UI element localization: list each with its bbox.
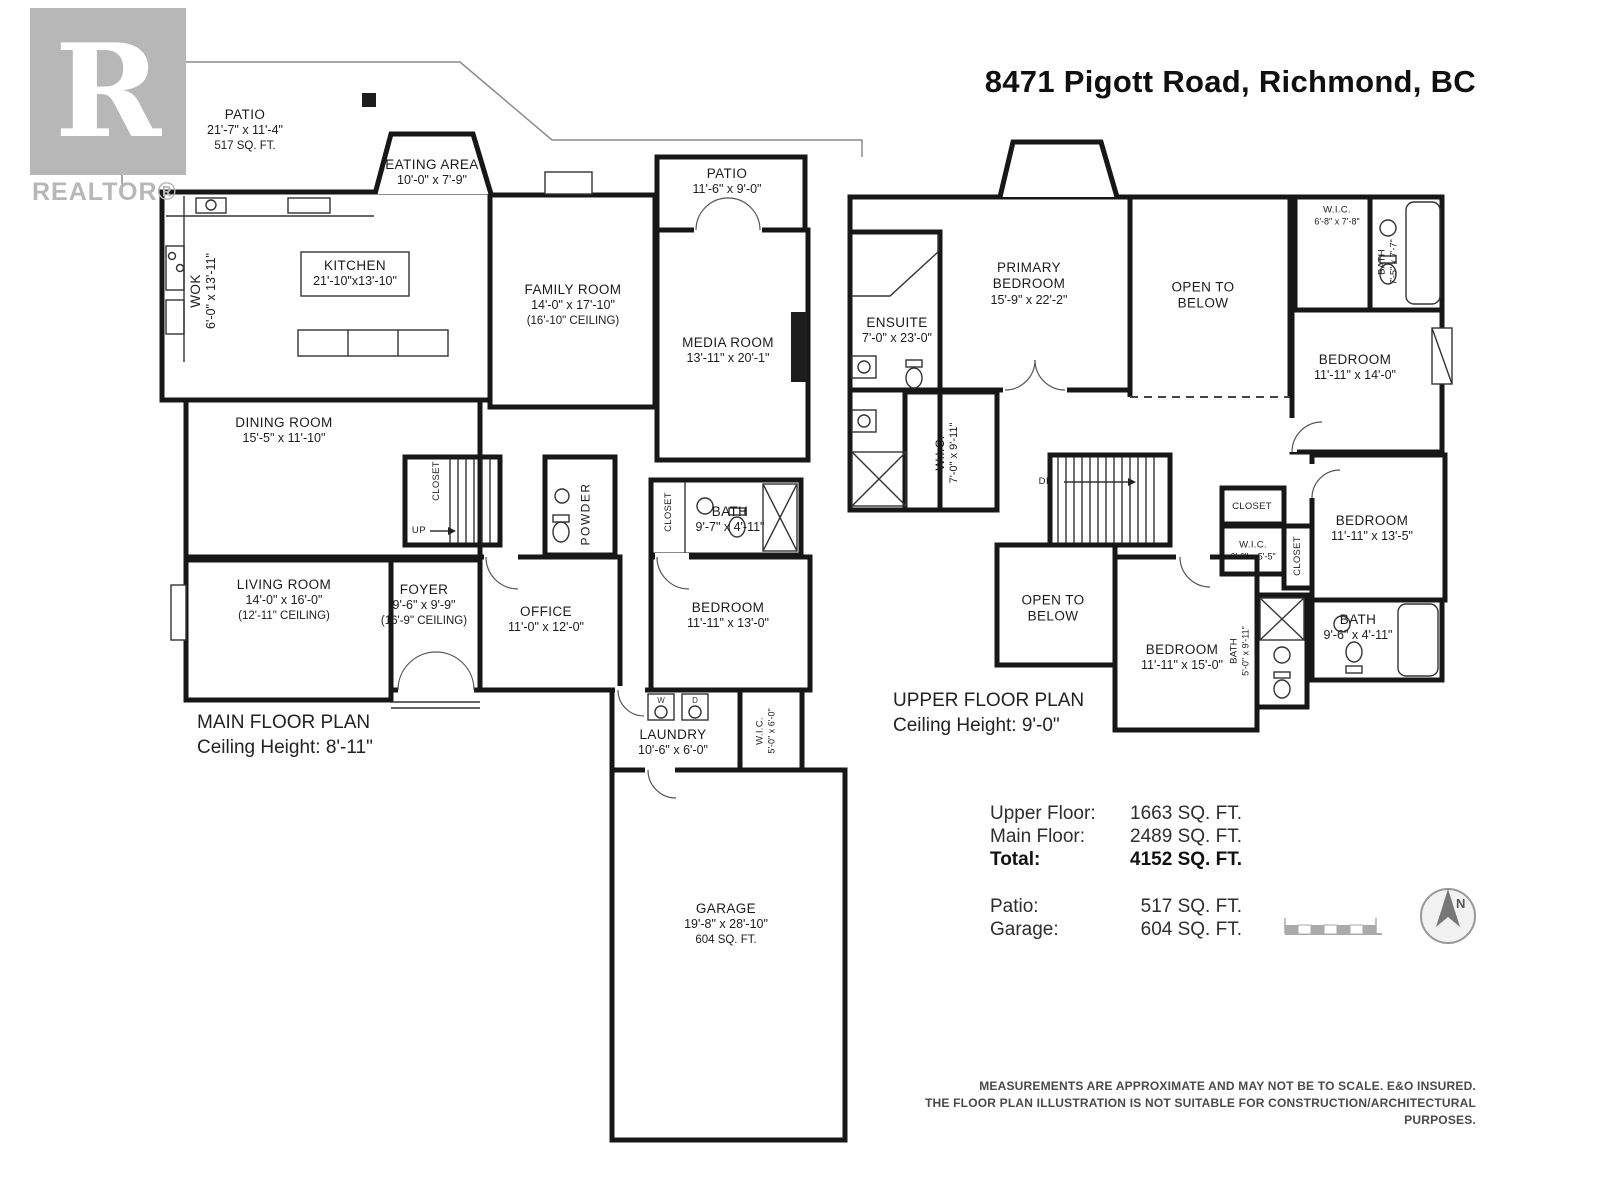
room-label-wic-main: W.I.C. 5'-0" x 6'-0" — [754, 708, 777, 754]
room-label-wic-mid: W.I.C. 7'-0" x 9'-11" — [932, 422, 960, 484]
wall-ensuite — [847, 229, 943, 513]
area-summary: Upper Floor: 1663 SQ. FT. Main Floor: 24… — [990, 802, 1242, 941]
wall-garage — [609, 767, 848, 1143]
wall-closet2 — [1281, 523, 1315, 591]
room-label-bedroom-s: BEDROOM 11'-11" x 15'-0" — [1141, 642, 1223, 673]
washer-dryer: W D — [647, 693, 709, 721]
disclaimer: MEASUREMENTS ARE APPROXIMATE AND MAY NOT… — [925, 1079, 1476, 1127]
summary-row-main-floor: Main Floor: 2489 SQ. FT. — [990, 826, 1242, 847]
room-label-living-room: LIVING ROOM 14'-0" x 16'-0" (12'-11" CEI… — [236, 577, 332, 622]
room-label-powder: POWDER — [578, 482, 593, 546]
room-label-closet1: CLOSET — [1232, 501, 1272, 513]
stairs-main — [430, 459, 491, 543]
upper-floor-plan-title: UPPER FLOOR PLAN Ceiling Height: 9'-0" — [893, 690, 1085, 736]
scale-bar — [1284, 918, 1382, 935]
room-label-eating-area: EATING AREA 10'-0" x 7'-9" — [385, 157, 479, 188]
room-label-wic-small: W.I.C. 6'-0" x 5'-5" — [1230, 539, 1276, 562]
compass-north-letter: N — [1456, 896, 1465, 911]
room-label-laundry: LAUNDRY 10'-6" x 6'-0" — [638, 727, 708, 758]
room-label-primary-bedroom: PRIMARY BEDROOM 15'-9" x 22'-2" — [990, 259, 1068, 307]
room-label-closet2: CLOSET — [1292, 536, 1304, 576]
wall-office — [477, 554, 623, 693]
bay-window-primary — [997, 139, 1120, 198]
dryer-letter: D — [692, 696, 698, 705]
kitchen-island — [300, 251, 410, 297]
realtor-logo: R — [30, 8, 186, 175]
room-label-bedroom-ne: BEDROOM 11'-11" x 14'-0" — [1314, 352, 1396, 383]
room-label-bedroom-main: BEDROOM 11'-11" x 13'-0" — [687, 600, 769, 631]
room-label-bath-w: BATH 5'-0" x 9'-11" — [1228, 626, 1251, 676]
summary-row-patio: Patio: 517 SQ. FT. — [990, 896, 1242, 917]
realtor-logo-letter: R — [54, 16, 162, 167]
page-title: 8471 Pigott Road, Richmond, BC — [984, 64, 1476, 99]
label-open-to-below-top: OPEN TO BELOW — [1171, 279, 1235, 311]
bay-window-eating-area — [372, 131, 494, 195]
wall-bath-s — [1309, 597, 1445, 683]
fireplace-living — [170, 584, 187, 641]
stairs-dn-label: DN — [1038, 476, 1054, 488]
room-label-closet-stairs: CLOSET — [431, 461, 443, 501]
room-label-wic-top: W.I.C. 6'-8" x 7'-8" — [1314, 204, 1360, 227]
stairs-upper — [1057, 457, 1155, 543]
main-floor-plan-title: MAIN FLOOR PLAN Ceiling Height: 8'-11" — [197, 712, 373, 758]
room-label-patio-right: PATIO 11'-6" x 9'-0" — [692, 166, 762, 197]
wall-dining-room — [183, 397, 483, 563]
wall-wic-mid — [902, 389, 1000, 513]
fireplace-family — [544, 171, 593, 195]
stairs-up-label: UP — [411, 525, 427, 537]
room-label-dining-room: DINING ROOM 15'-5" x 11'-10" — [235, 415, 333, 446]
room-label-bath-s: BATH 9'-6" x 4'-11" — [1323, 612, 1393, 643]
compass-needle — [1436, 889, 1460, 927]
bath-south-fixtures — [1333, 603, 1439, 677]
washer-letter: W — [657, 696, 665, 705]
room-label-foyer: FOYER 9'-6" x 9'-9" (16'-9" CEILING) — [380, 582, 468, 627]
room-label-ensuite: ENSUITE 7'-0" x 23'-0" — [862, 315, 932, 346]
room-label-bedroom-e: BEDROOM 11'-11" x 13'-5" — [1331, 513, 1413, 544]
room-label-bath: BATH 9'-7" x 4'-11" — [695, 504, 765, 535]
wall-bath-w — [1254, 592, 1310, 710]
bath-top-fixtures — [1379, 201, 1441, 305]
wall-stairs — [402, 454, 503, 548]
room-label-garage: GARAGE 19'-8" x 28'-10" 604 SQ. FT. — [684, 901, 768, 946]
room-label-patio-left: PATIO 21'-7" x 11'-4" 517 SQ. FT. — [207, 107, 283, 152]
room-label-kitchen: KITCHEN 21'-10"x13'-10" — [313, 258, 397, 289]
room-label-office: OFFICE 11'-0" x 12'-0" — [508, 604, 584, 635]
media-fireplace — [791, 312, 807, 382]
summary-row-total: Total: 4152 SQ. FT. — [990, 849, 1242, 870]
bath-west-fixtures — [1259, 597, 1305, 699]
room-label-media-room: MEDIA ROOM 13'-11" x 20'-1" — [682, 335, 774, 366]
label-open-to-below-bottom: OPEN TO BELOW — [1021, 592, 1085, 624]
room-label-family-room: FAMILY ROOM 14'-0" x 17'-10" (16'-10" CE… — [524, 282, 622, 327]
ensuite-fixtures — [851, 234, 939, 507]
upper-floor-drawing — [847, 139, 1453, 733]
room-label-bath-top: BATH 7'-5" x 7'-7" — [1376, 239, 1399, 285]
realtor-wordmark: REALTOR® — [32, 178, 177, 206]
room-label-closet-bath: CLOSET — [663, 492, 675, 532]
patio-post — [362, 93, 376, 107]
summary-row-upper-floor: Upper Floor: 1663 SQ. FT. — [990, 803, 1242, 824]
compass-rose: N — [1420, 888, 1476, 944]
main-floor-drawing: W D — [121, 61, 863, 1143]
wall-stairs-upper — [1047, 452, 1173, 548]
wall-open-below-top — [1127, 194, 1293, 397]
room-label-wok: WOK 6'-0" x 13'-11" — [188, 253, 219, 329]
summary-row-garage: Garage: 604 SQ. FT. — [990, 919, 1242, 940]
